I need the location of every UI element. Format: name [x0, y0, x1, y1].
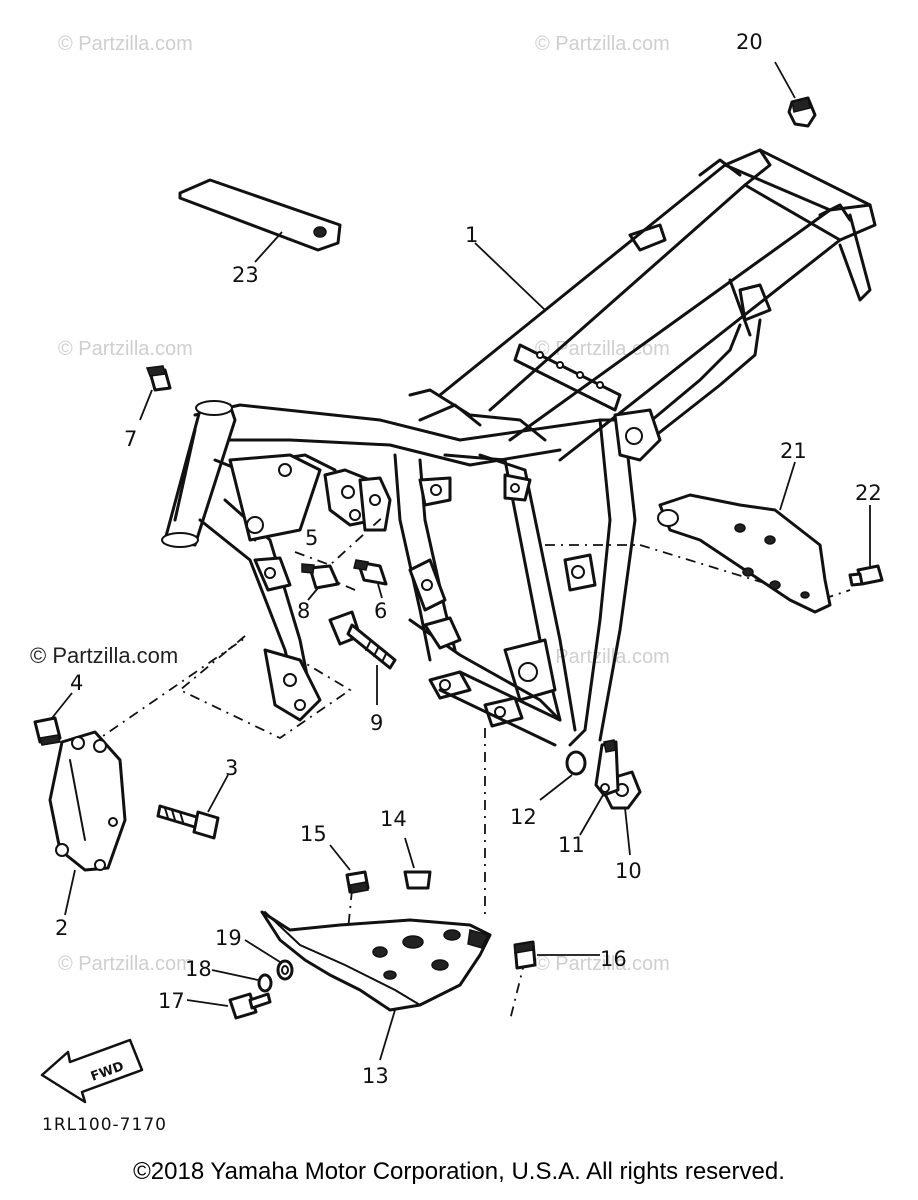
exploded-frame-diagram: © Partzilla.com © Partzilla.com © Partzi… — [30, 30, 884, 1135]
nut-part-4[interactable] — [33, 716, 62, 746]
callout-3: 3 — [225, 756, 238, 780]
bracket-part-21[interactable] — [657, 493, 832, 614]
grommet-part-14[interactable] — [403, 870, 432, 890]
long-bolt-part-9[interactable] — [328, 610, 397, 670]
plate-part-23[interactable] — [178, 178, 342, 252]
callout-19: 19 — [215, 926, 242, 950]
skid-plate-part-13[interactable] — [260, 910, 492, 1012]
watermark: © Partzilla.com — [58, 338, 193, 360]
bolt-part-17[interactable] — [228, 992, 272, 1020]
bolt-part-8[interactable] — [301, 563, 340, 590]
callout-5: 5 — [305, 526, 318, 550]
washer-part-19[interactable] — [276, 959, 294, 981]
watermark: © Partzilla.com — [535, 953, 670, 975]
callout-11: 11 — [558, 833, 585, 857]
callout-20: 20 — [736, 30, 763, 54]
callout-14: 14 — [380, 807, 407, 831]
callout-16: 16 — [600, 947, 627, 971]
callout-15: 15 — [300, 822, 327, 846]
frame-part-1[interactable] — [161, 148, 877, 747]
callout-4: 4 — [70, 671, 83, 695]
callout-22: 22 — [855, 481, 882, 505]
nut-part-15[interactable] — [345, 870, 370, 894]
callout-13: 13 — [362, 1064, 389, 1088]
drawing-code: 1RL100-7170 — [42, 1115, 167, 1135]
callout-23: 23 — [232, 263, 259, 287]
nut-part-20[interactable] — [787, 96, 817, 128]
callout-2: 2 — [55, 916, 68, 940]
watermark: © Partzilla.com — [58, 33, 193, 55]
nut-part-7[interactable] — [145, 365, 172, 392]
callout-10: 10 — [615, 859, 642, 883]
bolt-part-22[interactable] — [848, 564, 884, 587]
copyright-notice: ©2018 Yamaha Motor Corporation, U.S.A. A… — [133, 1158, 785, 1185]
bolt-part-6[interactable] — [353, 559, 388, 586]
callout-12: 12 — [510, 805, 537, 829]
watermark: © Partzilla.com — [535, 646, 670, 668]
washer-part-12[interactable] — [565, 750, 587, 776]
watermark: © Partzilla.com — [535, 338, 670, 360]
nut-part-16[interactable] — [513, 940, 537, 970]
callout-8: 8 — [297, 599, 310, 623]
bracket-part-2[interactable] — [48, 730, 127, 872]
watermark: © Partzilla.com — [535, 33, 670, 55]
callout-18: 18 — [185, 957, 212, 981]
callout-6: 6 — [374, 599, 387, 623]
callout-7: 7 — [124, 427, 137, 451]
link-part-11[interactable] — [594, 739, 620, 797]
forward-arrow-icon: FWD — [40, 1038, 144, 1104]
bolt-part-3[interactable] — [156, 804, 220, 840]
callout-17: 17 — [158, 989, 185, 1013]
washer-part-18[interactable] — [257, 973, 273, 993]
callout-1: 1 — [465, 223, 478, 247]
callout-21: 21 — [780, 439, 807, 463]
watermark: © Partzilla.com — [58, 953, 193, 975]
watermark-dark: © Partzilla.com — [30, 643, 178, 668]
callout-9: 9 — [370, 711, 383, 735]
